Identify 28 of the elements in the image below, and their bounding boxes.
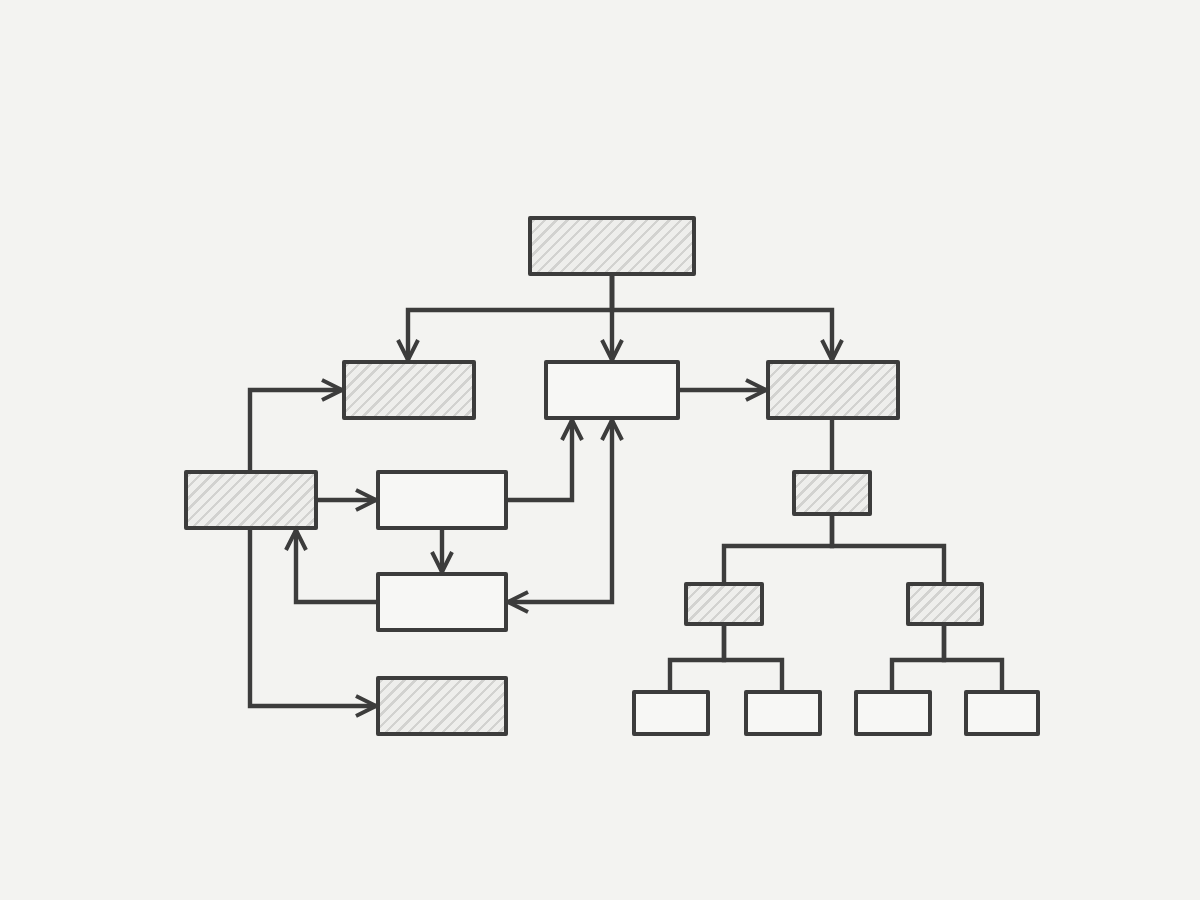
connector-line [829, 516, 947, 582]
arrow [609, 276, 844, 362]
hatched-box [528, 216, 696, 276]
connector-line [941, 626, 1005, 690]
arrow [247, 378, 344, 470]
connector-line [721, 626, 785, 690]
arrow [508, 418, 584, 503]
empty-box [964, 690, 1040, 736]
empty-box [544, 360, 680, 420]
arrow [430, 530, 454, 574]
arrow [318, 488, 378, 512]
empty-box [854, 690, 932, 736]
hatched-box [684, 582, 764, 626]
empty-box [376, 572, 508, 632]
hatched-box [342, 360, 476, 420]
connector-line [829, 420, 835, 470]
empty-box [632, 690, 710, 736]
hatched-box [906, 582, 984, 626]
empty-box [376, 470, 508, 530]
hatched-box [792, 470, 872, 516]
hatched-box [184, 470, 318, 530]
arrow [284, 528, 376, 605]
arrow [506, 418, 624, 614]
hatched-box [766, 360, 900, 420]
arrow [247, 530, 378, 718]
empty-box [744, 690, 822, 736]
hatched-box [376, 676, 508, 736]
arrow [680, 378, 768, 402]
